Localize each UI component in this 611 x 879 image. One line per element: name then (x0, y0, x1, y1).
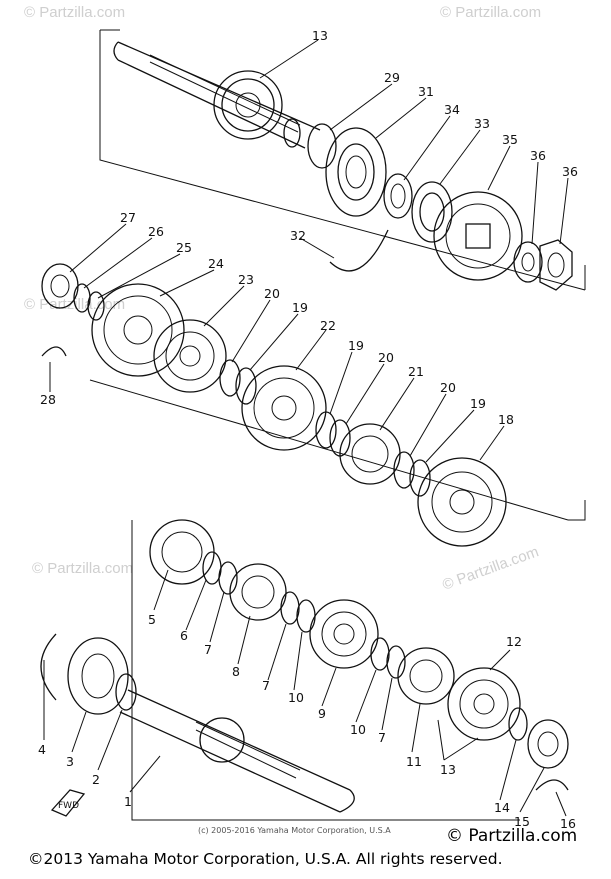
callout-19: 19 (292, 300, 308, 315)
callout-26: 26 (148, 224, 164, 239)
callout-19: 19 (348, 338, 364, 353)
callout-14: 14 (494, 800, 510, 815)
washer-14 (508, 707, 528, 741)
sprocket-34 (433, 191, 523, 281)
callout-12: 12 (506, 634, 522, 649)
callout-13: 13 (440, 762, 456, 777)
callout-21: 21 (408, 364, 424, 379)
footer-copyright: ©2013 Yamaha Motor Corporation, U.S.A. A… (28, 850, 503, 868)
seal-32 (411, 181, 453, 243)
watermark: © Partzilla.com (24, 4, 126, 21)
callout-6: 6 (180, 628, 188, 643)
nut-36 (539, 239, 573, 291)
callout-24: 24 (208, 256, 224, 271)
circlip-4 (40, 633, 57, 701)
collar-33 (383, 173, 413, 219)
callout-7: 7 (204, 642, 212, 657)
callout-28: 28 (40, 392, 56, 407)
circlip-28 (41, 346, 67, 357)
group-boundary-line (568, 500, 586, 521)
callout-23: 23 (238, 272, 254, 287)
callout-33: 34 (444, 102, 460, 117)
main-shaft-upper (113, 41, 321, 149)
svg-text:FWD: FWD (58, 801, 79, 811)
callout-31: 32 (290, 228, 306, 243)
callout-20: 20 (440, 380, 456, 395)
callout-30: 31 (418, 84, 434, 99)
callout-18: 18 (498, 412, 514, 427)
callout-20: 20 (264, 286, 280, 301)
group-boundary-line (131, 520, 520, 821)
group-boundary-line (89, 379, 569, 521)
gear-8 (229, 563, 287, 621)
circlip-7 (280, 591, 300, 625)
washer-6 (202, 551, 222, 585)
circlip-7 (386, 645, 406, 679)
gear-12 (447, 667, 521, 741)
callout-35: 36 (530, 148, 546, 163)
callout-34: 35 (502, 132, 518, 147)
circlip-16 (535, 779, 569, 791)
callout-4: 4 (38, 742, 46, 757)
brand-watermark: © Partzilla.com (446, 826, 578, 846)
washer-10 (370, 637, 390, 671)
callout-3: 3 (66, 754, 74, 769)
lock-washer-35 (513, 241, 543, 283)
fwd-arrow-icon: FWD (50, 789, 86, 817)
group-boundary-line (99, 29, 586, 291)
inner-copyright: (c) 2005-2016 Yamaha Motor Corporation, … (198, 826, 391, 835)
callout-15: 15 (514, 814, 530, 829)
watermark: © Partzilla.com (32, 560, 134, 577)
bearing-27 (41, 263, 79, 309)
callout-1: 1 (124, 794, 132, 809)
gear-17 (213, 70, 283, 140)
callout-27: 27 (120, 210, 136, 225)
callout-10: 10 (288, 690, 304, 705)
callout-5: 5 (148, 612, 156, 627)
callout-9: 9 (318, 706, 326, 721)
gear-11 (397, 647, 455, 705)
callout-20: 20 (378, 350, 394, 365)
watermark: © Partzilla.com (440, 4, 542, 21)
callout-7: 7 (378, 730, 386, 745)
callout-2: 2 (92, 772, 100, 787)
washer-19 (409, 459, 431, 497)
washer-10 (296, 599, 316, 633)
gear-9 (309, 599, 379, 669)
washer-19 (315, 411, 337, 449)
circlip-20 (219, 359, 241, 397)
callout-16: 16 (560, 816, 576, 831)
washer-19 (235, 367, 257, 405)
gear-5 (149, 519, 215, 585)
callout-11: 11 (406, 754, 422, 769)
shim-25 (87, 291, 105, 321)
callout-7: 7 (262, 678, 270, 693)
callout-25: 25 (176, 240, 192, 255)
callout-17: 13 (312, 28, 328, 43)
callout-10: 10 (350, 722, 366, 737)
circlip-20 (393, 451, 415, 489)
bearing-3 (67, 637, 129, 715)
main-shaft-1 (119, 689, 355, 813)
circlip-31 (329, 229, 389, 272)
callout-32: 33 (474, 116, 490, 131)
washer-2 (115, 673, 137, 711)
callout-19: 19 (470, 396, 486, 411)
callout-36: 36 (562, 164, 578, 179)
bearing-29-30 (307, 123, 387, 217)
gear-18 (417, 457, 507, 547)
bearing-15 (527, 719, 569, 769)
callout-labels: 13 29 31 34 33 35 36 36 32 27 26 25 24 2… (38, 28, 578, 831)
gear-21 (339, 423, 401, 485)
gear-24 (91, 283, 185, 377)
callout-8: 8 (232, 664, 240, 679)
callout-29: 29 (384, 70, 400, 85)
callout-22: 22 (320, 318, 336, 333)
gear-23 (153, 319, 227, 393)
circlip-7 (218, 561, 238, 595)
gear-22 (241, 365, 327, 451)
